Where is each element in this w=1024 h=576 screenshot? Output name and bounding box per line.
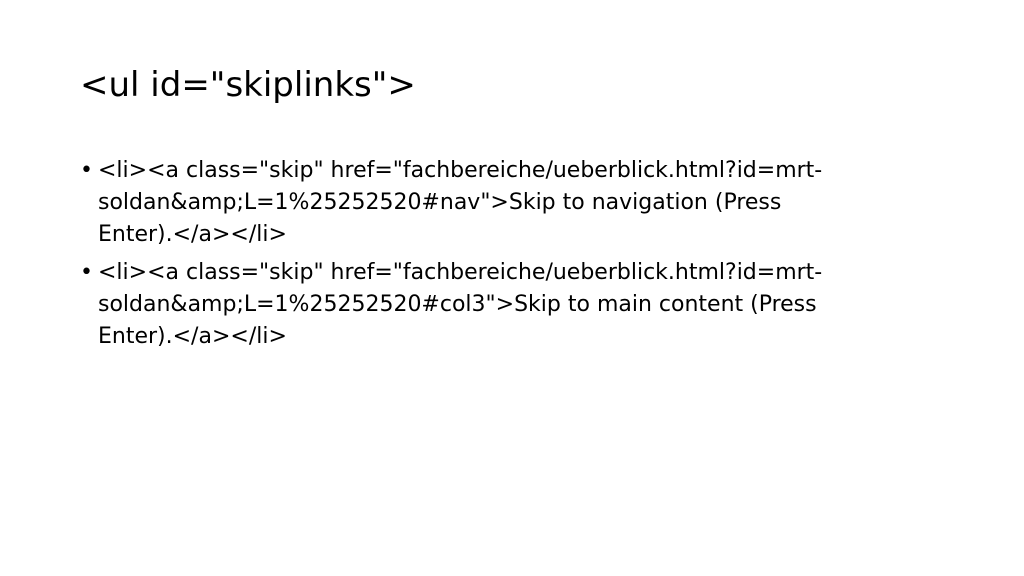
bullet-line: <li><a class="skip" href="fachbereiche/u… — [98, 260, 823, 285]
bullet-item: • <li><a class="skip" href="fachbereiche… — [80, 257, 940, 353]
bullet-line: Enter).</a></li> — [98, 222, 287, 247]
bullet-line: soldan&amp;L=1%25252520#col3">Skip to ma… — [98, 292, 817, 317]
bullet-text: <li><a class="skip" href="fachbereiche/u… — [98, 257, 940, 353]
bullet-item: • <li><a class="skip" href="fachbereiche… — [80, 155, 940, 251]
bullet-text: <li><a class="skip" href="fachbereiche/u… — [98, 155, 940, 251]
slide-title: <ul id="skiplinks"> — [80, 65, 416, 105]
bullet-line: <li><a class="skip" href="fachbereiche/u… — [98, 158, 823, 183]
bullet-list: • <li><a class="skip" href="fachbereiche… — [80, 155, 940, 359]
bullet-line: soldan&amp;L=1%25252520#nav">Skip to nav… — [98, 190, 782, 215]
bullet-dot-icon: • — [80, 260, 93, 285]
bullet-dot-icon: • — [80, 158, 93, 183]
bullet-line: Enter).</a></li> — [98, 324, 287, 349]
